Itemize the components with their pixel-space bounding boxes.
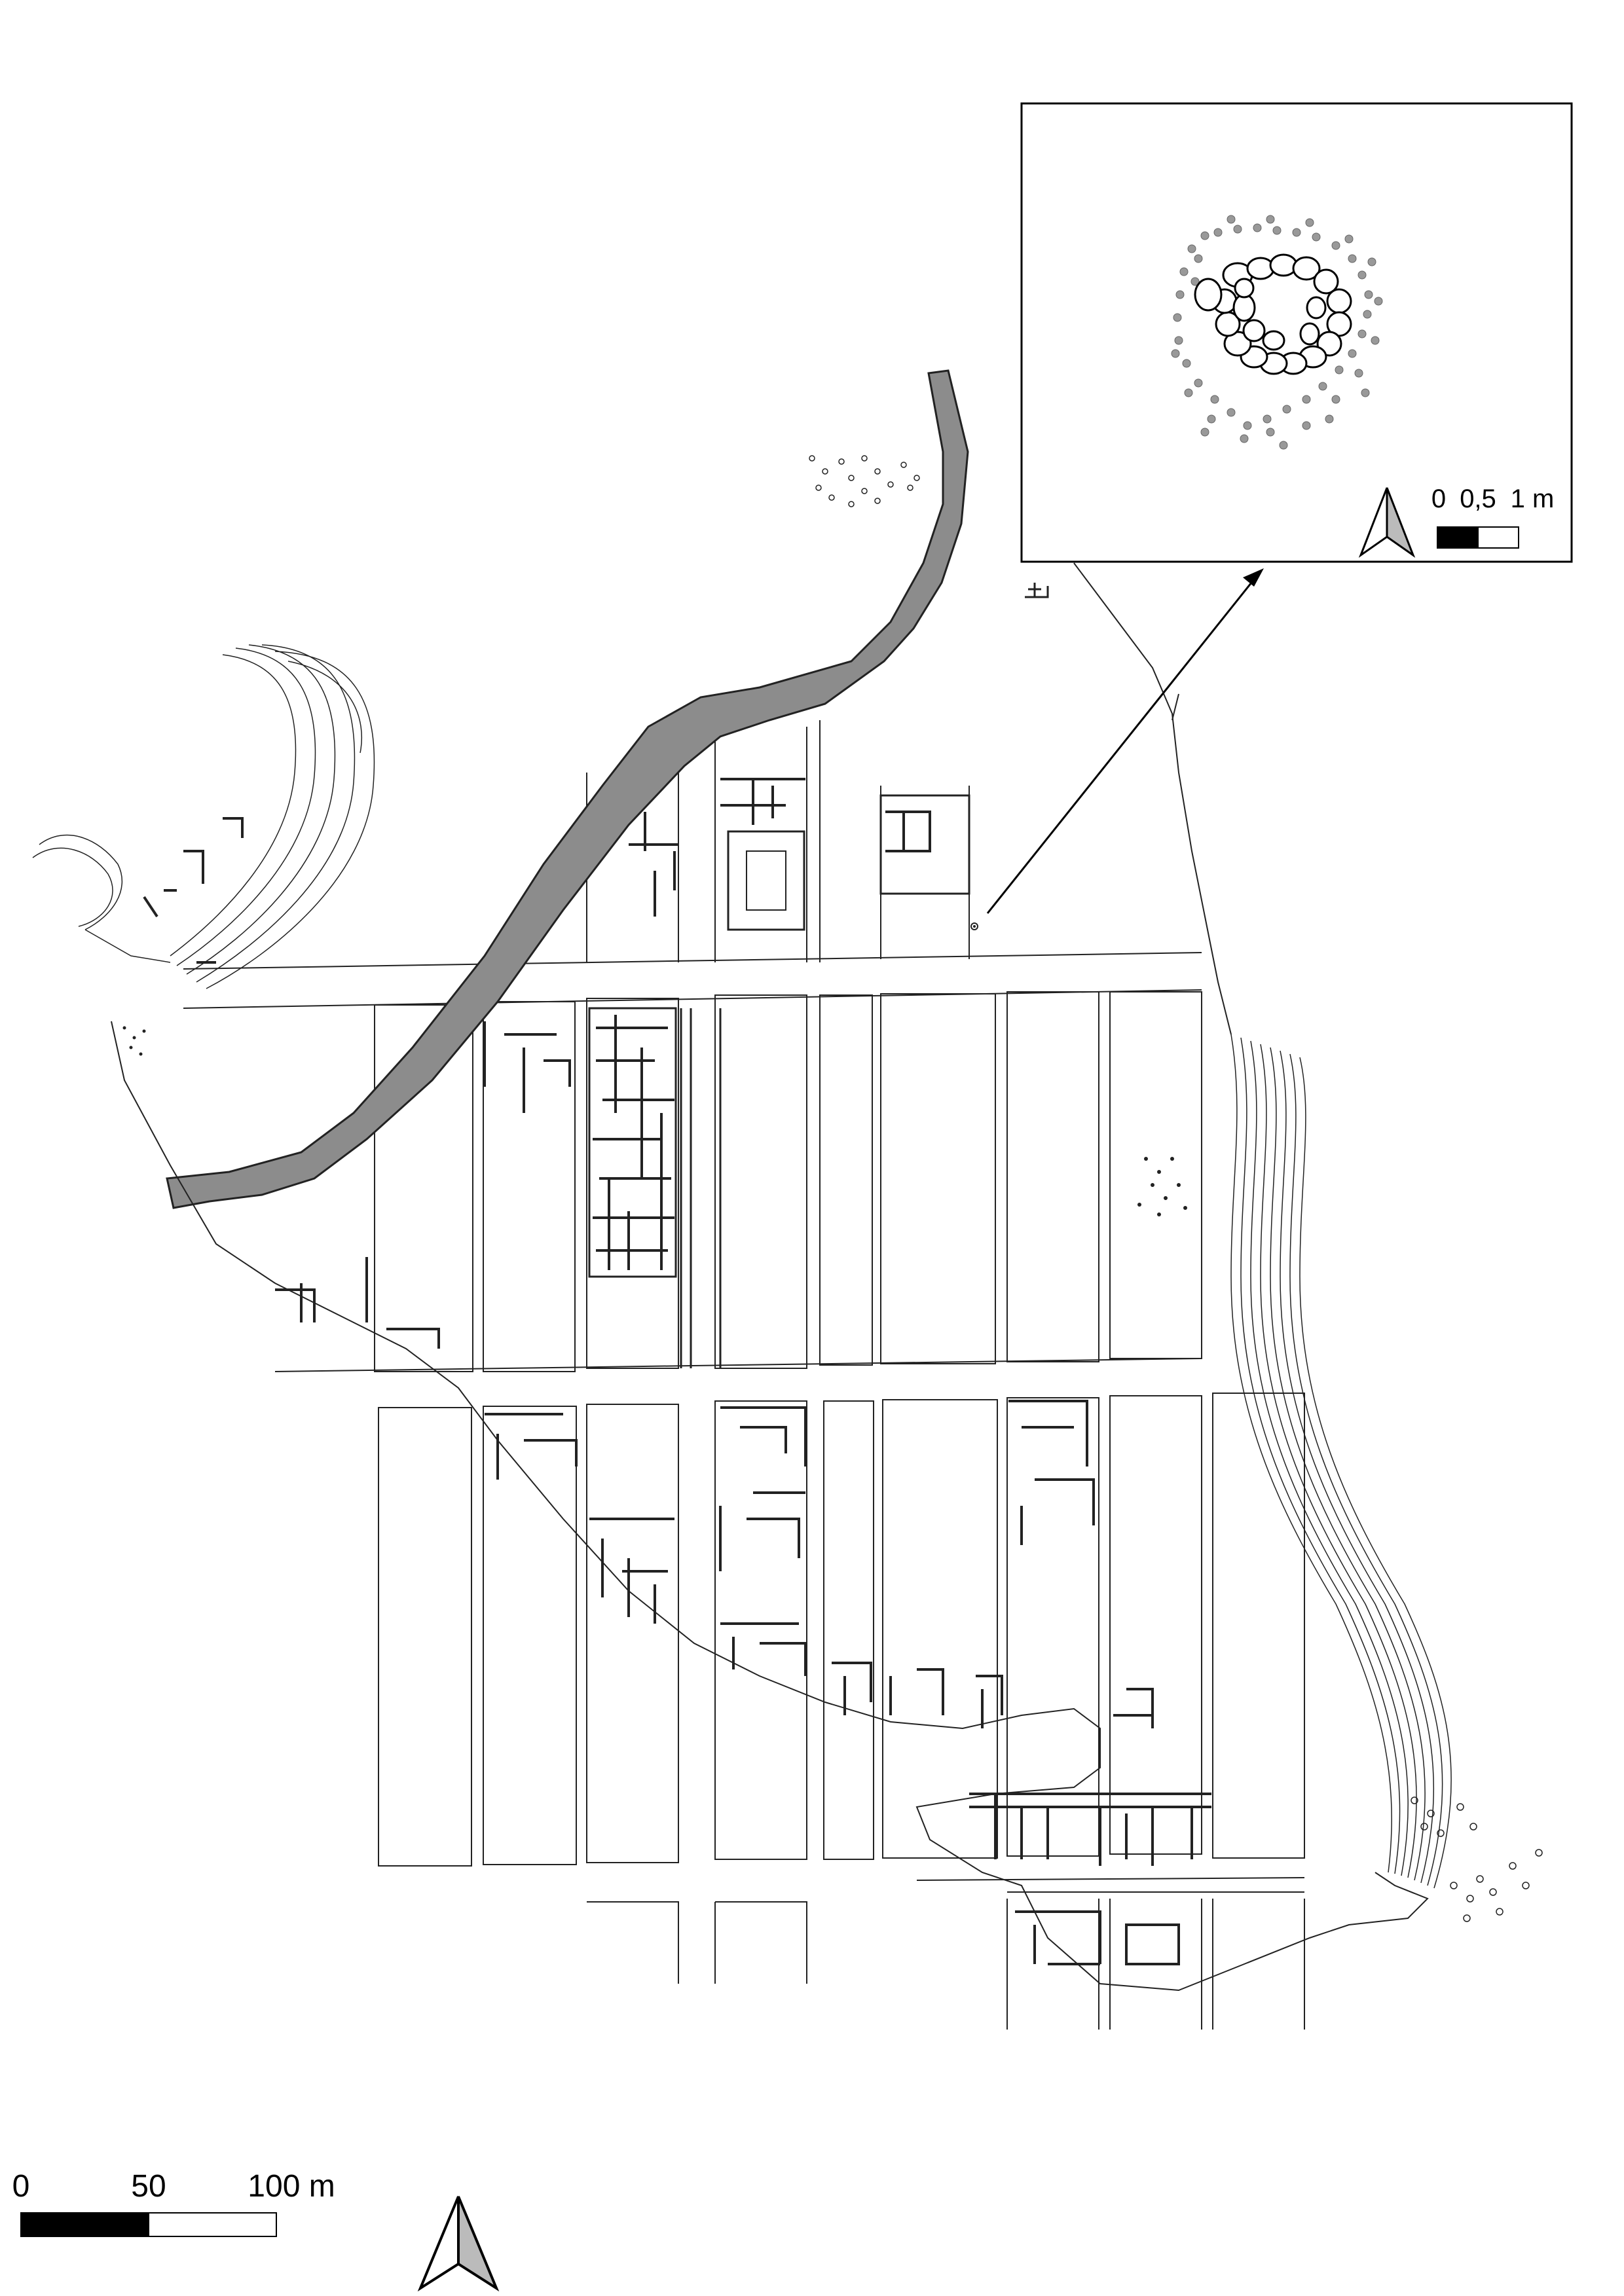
leader-arrow <box>986 568 1264 914</box>
inset-map: 0 0,5 1 m <box>1020 102 1573 563</box>
road <box>166 369 969 1209</box>
inset-stone-ring <box>1194 253 1352 375</box>
inset-scale-label-end: 1 m <box>1511 484 1555 513</box>
inset-stone-scatter <box>1171 215 1383 450</box>
north-arrow-icon <box>417 2196 500 2292</box>
contour-lines-east <box>1230 1034 1452 1889</box>
contour-lines-hill <box>32 644 375 989</box>
scattered-dots <box>122 922 1187 1216</box>
scattered-stones <box>809 455 1543 1922</box>
main-scale-label-0: 0 <box>12 2169 30 2204</box>
street-grid <box>183 720 1305 2030</box>
main-scale-label-mid: 50 <box>131 2169 166 2204</box>
inset-scale-bar: 0 0,5 1 m <box>1431 484 1555 549</box>
main-scale-label-end: 100 m <box>248 2169 335 2204</box>
inset-north-arrow-icon <box>1358 487 1416 558</box>
building-remains <box>143 778 1211 1965</box>
site-boundary <box>111 562 1429 1992</box>
main-scale-bar: 0 50 100 m <box>12 2169 335 2237</box>
inset-scale-label-0: 0 <box>1431 484 1446 513</box>
inset-scale-label-mid: 0,5 <box>1460 484 1496 513</box>
small-structure <box>1025 583 1049 598</box>
